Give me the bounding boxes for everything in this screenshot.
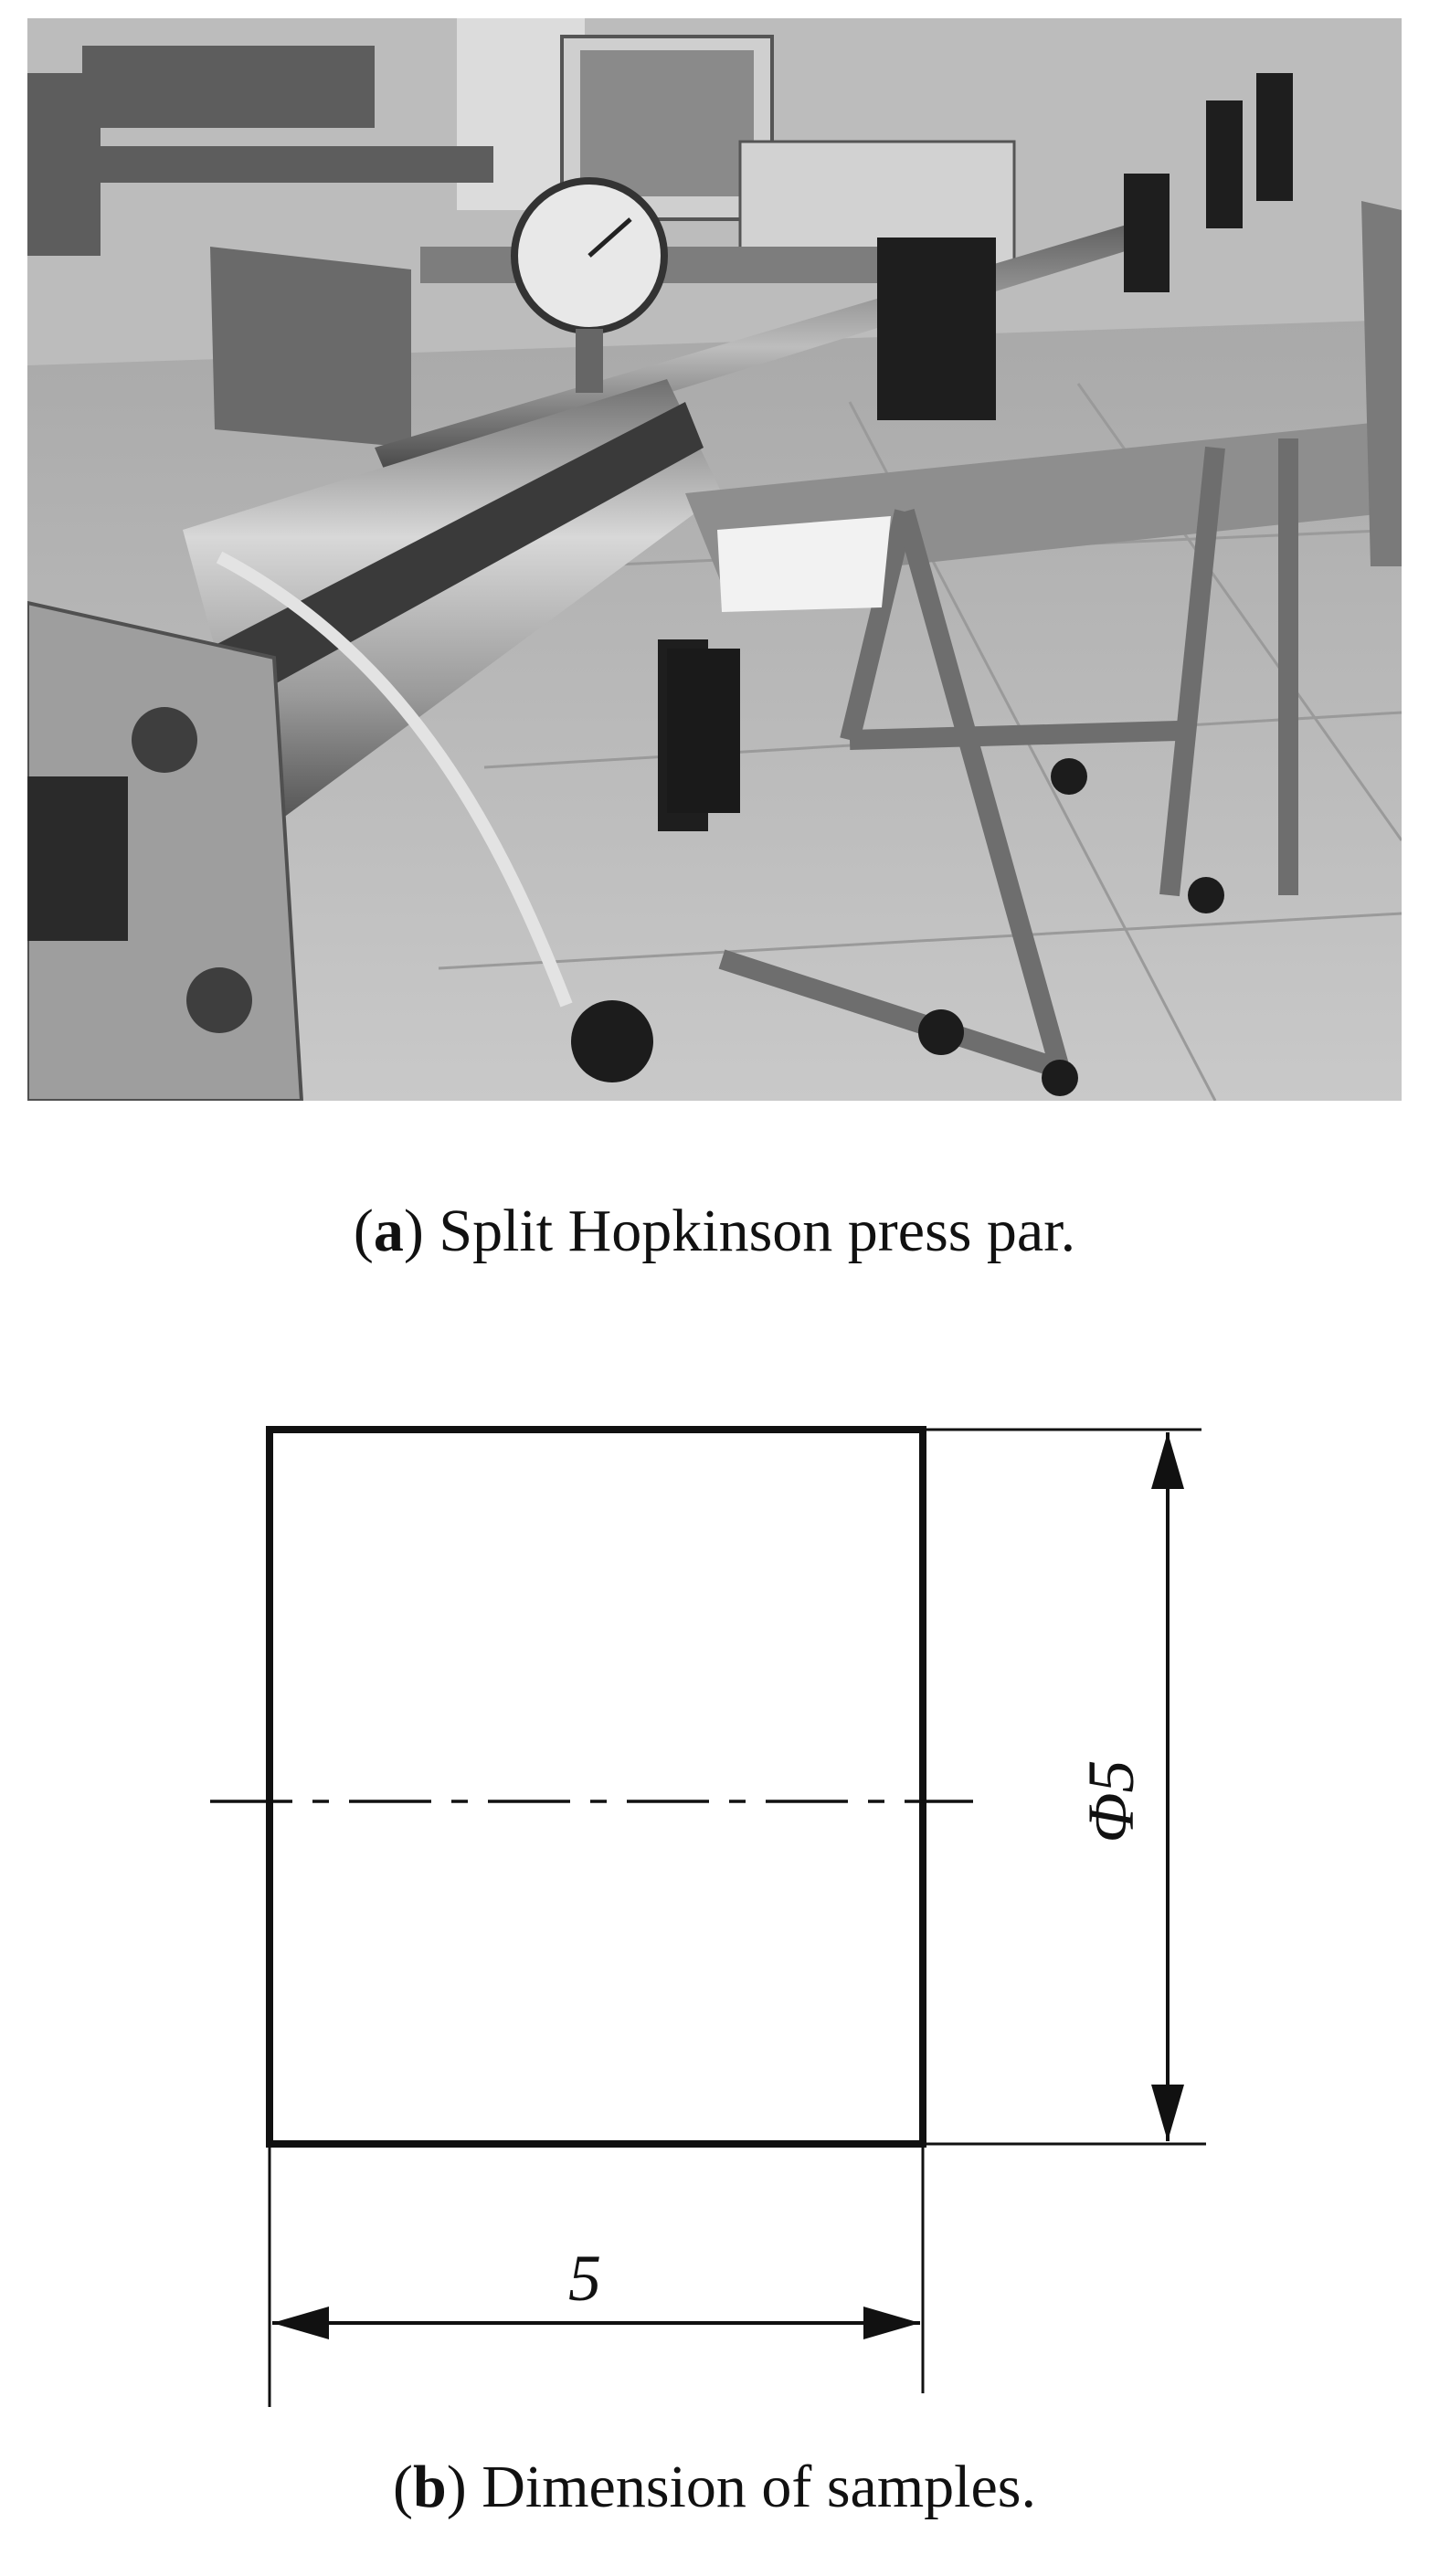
length-arrow-right <box>863 2307 920 2339</box>
panel-b: Φ5 5 (b) Dimension of samples. <box>0 1370 1429 2576</box>
panel-a: (a) Split Hopkinson press par. <box>27 18 1402 1264</box>
caption-a-text: Split Hopkinson press par. <box>439 1198 1076 1264</box>
diameter-arrow-top <box>1151 1432 1184 1489</box>
caption-b: (b) Dimension of samples. <box>393 2454 1036 2520</box>
length-arrow-left <box>272 2307 329 2339</box>
length-label: 5 <box>568 2242 601 2315</box>
panel-label-b: b <box>413 2454 447 2520</box>
caption-a: (a) Split Hopkinson press par. <box>353 1198 1076 1264</box>
sample-dimension-drawing: Φ5 5 <box>210 1426 1206 2407</box>
caption-b-text: Dimension of samples. <box>482 2454 1036 2520</box>
panel-label-a: a <box>373 1198 404 1264</box>
shpb-photo-illustration <box>27 18 1402 1101</box>
diameter-arrow-bottom <box>1151 2085 1184 2141</box>
diameter-label: Φ5 <box>1074 1760 1148 1843</box>
sample-outline <box>266 1426 926 2148</box>
apparatus-photo <box>27 18 1402 1101</box>
